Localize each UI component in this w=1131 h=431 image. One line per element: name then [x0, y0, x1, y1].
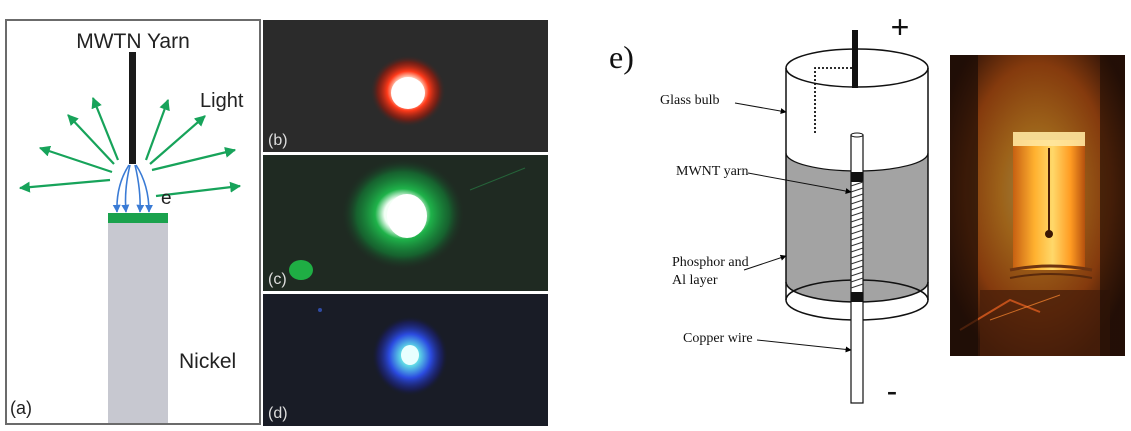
- callout-label: MWNT yarn: [676, 164, 748, 179]
- light-arrow: [18, 178, 111, 193]
- light-arrow: [144, 98, 170, 161]
- light-arrow: [155, 181, 242, 198]
- panel-e-label: e): [609, 39, 634, 75]
- yarn-label: MWTN Yarn: [76, 30, 190, 53]
- minus-terminal-label: -: [887, 373, 898, 409]
- callout-copper-wire: Copper wire: [683, 331, 852, 353]
- callout-label: Glass bulb: [660, 93, 720, 108]
- light-arrow: [67, 114, 115, 165]
- callout-glass-bulb: Glass bulb: [660, 93, 787, 115]
- panel-a-label: (a): [10, 398, 32, 418]
- phosphor-strip: [108, 213, 168, 223]
- nickel-substrate: [108, 223, 168, 423]
- electron-arrows: [112, 164, 153, 213]
- electron-arrow: [135, 164, 153, 213]
- light-arrow: [149, 115, 206, 165]
- callout-label: Phosphor and: [672, 255, 749, 270]
- mwtn-yarn: [129, 52, 136, 164]
- panel-d-label: (d): [268, 405, 288, 422]
- light-arrow: [38, 145, 113, 174]
- callout-mwnt-yarn: MWNT yarn: [676, 164, 852, 194]
- electron-label: e: [161, 188, 172, 209]
- photo-d: (d): [263, 294, 548, 426]
- light-arrow: [91, 96, 120, 161]
- plus-terminal-label: +: [891, 9, 910, 45]
- panel-c-label: (c): [268, 271, 287, 288]
- photo-c: (c): [263, 155, 548, 291]
- panel-b-label: (b): [268, 132, 288, 149]
- light-label: Light: [200, 90, 244, 112]
- nickel-label: Nickel: [179, 350, 236, 373]
- anode-lead: [852, 30, 858, 88]
- callout-phosphor-layer: Phosphor and Al layer: [672, 254, 787, 288]
- electron-arrow: [121, 164, 131, 213]
- mwnt-yarn-rod: [850, 132, 864, 404]
- callout-label: Copper wire: [683, 331, 753, 346]
- electron-arrow: [112, 164, 130, 213]
- panel-e-schematic: e) + -: [609, 9, 929, 409]
- light-arrow: [151, 146, 237, 172]
- lamp-photo: [950, 55, 1125, 356]
- light-arrows: [18, 96, 242, 198]
- anode-connection: [814, 67, 852, 135]
- panel-a: MWTN Yarn Light e Nickel (a): [5, 19, 261, 425]
- callout-label: Al layer: [672, 273, 718, 288]
- electron-arrow: [134, 164, 145, 213]
- photo-b: (b): [263, 20, 548, 152]
